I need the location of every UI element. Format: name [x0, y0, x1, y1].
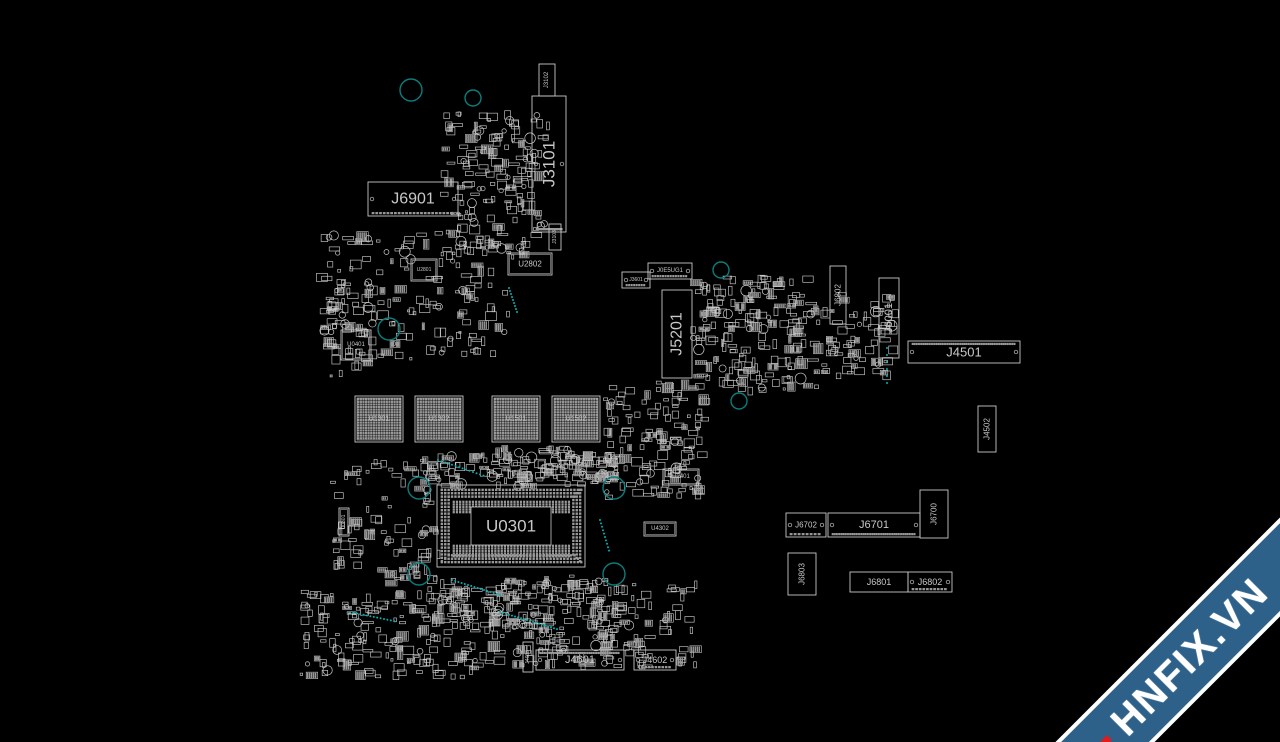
component-j4602: J4602	[633, 649, 677, 671]
component-u2802: U2802	[507, 252, 553, 276]
svg-text:J6802: J6802	[834, 284, 843, 306]
svg-text:J3102: J3102	[544, 71, 550, 88]
component-j6901: J6901	[367, 181, 459, 217]
svg-text:J6901: J6901	[391, 191, 435, 208]
svg-text:J4501: J4501	[946, 345, 981, 360]
component-u1501: U1501	[491, 395, 541, 443]
svg-text:J6700: J6700	[930, 503, 939, 525]
component-j4502: J4502	[977, 405, 997, 453]
component-j4603: J4603	[522, 641, 534, 673]
component-j6001: J6001	[878, 277, 900, 359]
svg-text:J6702: J6702	[795, 521, 817, 530]
component-u0401: U0401	[340, 329, 372, 361]
component-u2401: U2401	[662, 468, 700, 486]
svg-text:J6803: J6803	[798, 563, 807, 585]
component-j3601: J3601	[621, 271, 651, 289]
component-j6700: J6700	[919, 489, 949, 539]
svg-text:J6701: J6701	[859, 519, 889, 531]
mounting-holes	[377, 78, 748, 586]
svg-text:U0301: U0301	[486, 517, 536, 536]
component-j0e5ug1: J0E5UG1	[647, 262, 693, 280]
svg-text:J4603: J4603	[525, 650, 531, 664]
component-j3102: J3102	[538, 63, 556, 97]
svg-text:U1501: U1501	[506, 416, 527, 423]
component-j6701: J6701	[827, 512, 921, 538]
component-u0801: U0801	[338, 507, 350, 537]
component-u1302: U1302	[414, 395, 464, 443]
component-j6803: J6803	[787, 552, 817, 596]
svg-text:J6001: J6001	[883, 303, 895, 333]
svg-text:U1301: U1301	[369, 416, 390, 423]
component-u0301: U0301	[436, 484, 586, 568]
component-j6702: J6702	[785, 512, 827, 538]
component-u1502: U1502	[551, 395, 601, 443]
component-u4302: U4302	[643, 521, 677, 537]
component-clusters	[299, 110, 899, 680]
component-j4601: J4601	[535, 649, 625, 671]
svg-text:J4602: J4602	[643, 655, 668, 665]
svg-text:U0401: U0401	[347, 342, 365, 348]
svg-text:J3103: J3103	[552, 230, 558, 244]
svg-text:J5201: J5201	[669, 312, 686, 356]
component-u2801: U2801	[410, 258, 438, 282]
component-j6801: J6801	[849, 571, 909, 593]
svg-text:J6801: J6801	[867, 577, 892, 587]
svg-text:U4302: U4302	[651, 526, 669, 532]
svg-text:U2801: U2801	[417, 267, 432, 273]
component-j6802: J6802	[829, 265, 847, 325]
svg-text:J0E5UG1: J0E5UG1	[657, 268, 684, 274]
component-j6802b: J6802	[907, 571, 953, 593]
component-j3103: J3103	[548, 223, 562, 251]
svg-text:J4601: J4601	[565, 654, 595, 666]
svg-text:U2401: U2401	[672, 474, 690, 480]
svg-text:J6802: J6802	[918, 577, 943, 587]
named-components: J6901 J3101 J3102J3103U2802J0E5UG1J3601J52…	[338, 63, 1021, 673]
svg-text:U1302: U1302	[429, 416, 450, 423]
component-j5201: J5201	[661, 289, 693, 379]
svg-text:U2802: U2802	[518, 260, 542, 269]
via-dots	[349, 287, 888, 631]
component-u1301: U1301	[354, 395, 404, 443]
component-j4501: J4501	[907, 340, 1021, 364]
svg-text:U1502: U1502	[566, 416, 587, 423]
svg-text:J3101: J3101	[540, 141, 559, 187]
svg-text:J3601: J3601	[629, 277, 643, 283]
svg-text:J4502: J4502	[983, 418, 992, 440]
svg-text:U0801: U0801	[341, 514, 347, 529]
